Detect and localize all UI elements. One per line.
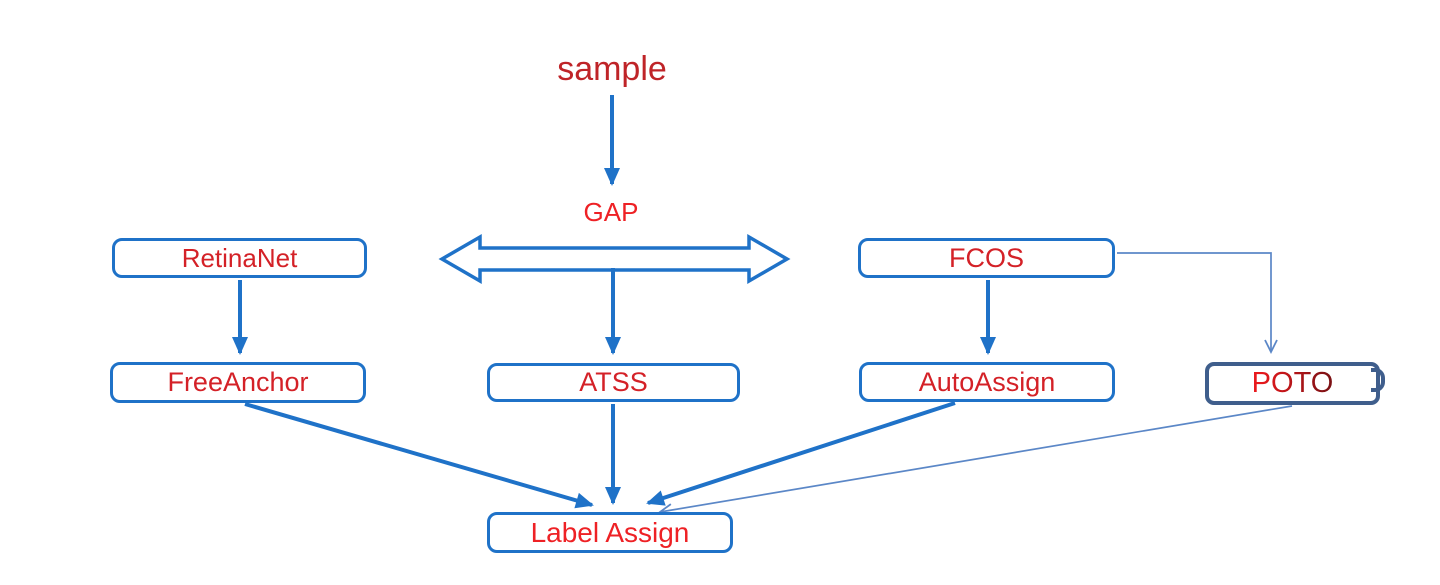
node-retinanet: RetinaNet xyxy=(112,238,367,278)
node-atss-label: ATSS xyxy=(579,367,648,397)
node-autoassign: AutoAssign xyxy=(859,362,1115,402)
node-poto-label: POTO xyxy=(1251,367,1334,399)
node-freeanchor: FreeAnchor xyxy=(110,362,366,403)
node-gap: GAP xyxy=(551,197,671,228)
node-label-assign-label: Label Assign xyxy=(530,516,690,548)
node-gap-label: GAP xyxy=(583,197,639,227)
node-poto: POTO xyxy=(1205,362,1385,405)
double-headed-arrow xyxy=(438,233,791,285)
node-sample: sample xyxy=(532,50,692,89)
node-sample-label: sample xyxy=(557,50,667,88)
node-atss: ATSS xyxy=(487,363,740,402)
node-freeanchor-label: FreeAnchor xyxy=(167,367,309,397)
edge-autoassign-to-labelassign xyxy=(646,401,956,506)
node-fcos-label: FCOS xyxy=(948,242,1024,273)
node-label-assign: Label Assign xyxy=(487,512,733,553)
edge-freeanchor-to-labelassign xyxy=(244,402,594,509)
edge-poto-to-labelassign xyxy=(658,405,1293,517)
node-autoassign-label: AutoAssign xyxy=(918,366,1056,397)
node-retinanet-label: RetinaNet xyxy=(181,242,298,273)
node-fcos: FCOS xyxy=(858,238,1115,278)
edge-fcos-to-poto xyxy=(1117,252,1278,355)
